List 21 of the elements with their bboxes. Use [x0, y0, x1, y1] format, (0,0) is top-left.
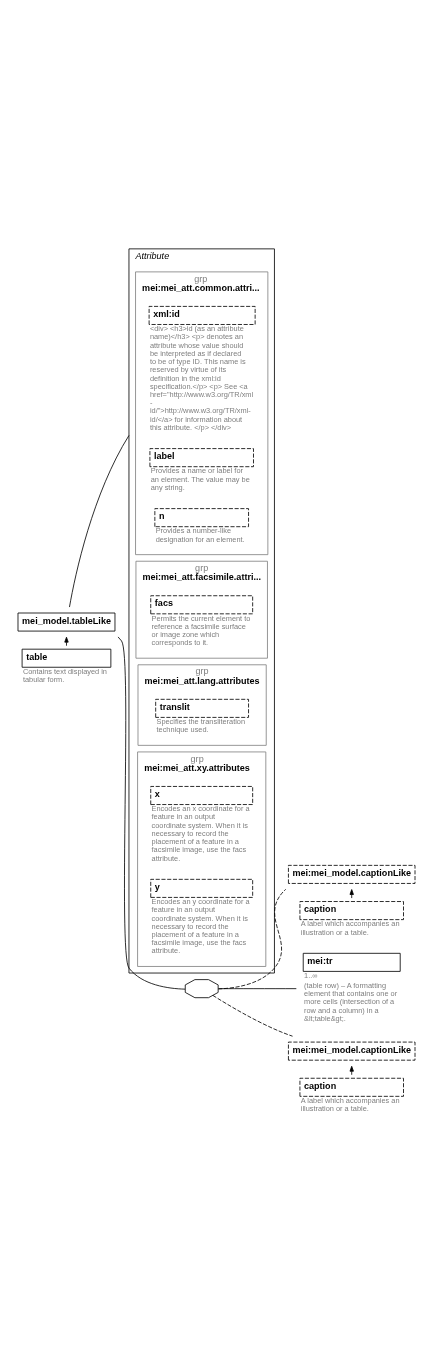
node-label: Provides a number-like designation for an element. [155, 526, 245, 544]
node-label: 1..∞ [304, 971, 318, 981]
node-label: Provides a name or label for an element. The value may be any string. [150, 466, 250, 492]
node-label: Encodes an y coordinate for a feature in an output coordinate system. When it is necessary to record the placement of a feature in a facsimile image, use the facs attribute. [151, 897, 250, 956]
arrow [349, 889, 354, 899]
connector [218, 988, 297, 990]
node-label: Specifies the transliteration technique used. [156, 717, 246, 735]
arrow [64, 636, 69, 647]
node-label: Contains text displayed in tabular form. [22, 667, 107, 685]
node-label: (table row) – A formatting element that contains one or more cells (intersection of a row and a column) in a &lt;table&gt;. [304, 981, 398, 1023]
node-label: Encodes an x coordinate for a feature in an output coordinate system. When it is necessary to record the placement of a feature in a facsimile image, use the facs attribute. [151, 804, 250, 863]
node-label: A label which accompanies an illustration or a table. [300, 919, 400, 937]
arrow [349, 1065, 354, 1076]
connector [212, 995, 293, 1037]
node-label: <div> <h3>id (as an attribute name)</h3> <p> denotes an attribute whose value should be interpreted as if declared to be of type ID. This name is reserved by virtue of its definition in the xml:id specification.</p> <p> See <a href="http://www.w3.org/TR/xml-id/">http://www.w3.org/TR/xml-id/</a> for information about this attribute. </p> </div> [149, 324, 254, 432]
node-label: Permits the current element to reference a facsimile surface or image zone which corresponds to it. [151, 613, 251, 648]
node-octagon [184, 979, 219, 999]
connector [218, 888, 287, 990]
connector [69, 435, 130, 608]
connector [117, 636, 186, 990]
node-label: A label which accompanies an illustration or a table. [300, 1096, 400, 1114]
